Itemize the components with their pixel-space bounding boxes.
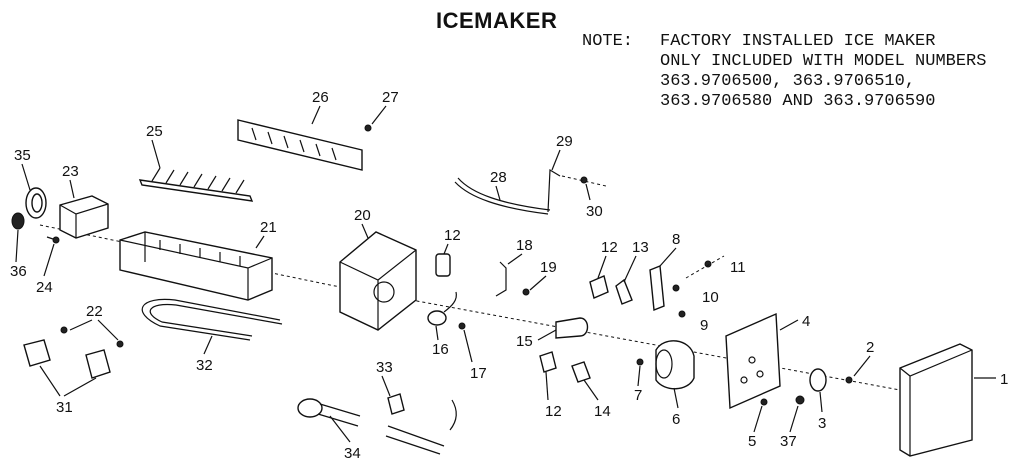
- callout-1: 1: [1000, 371, 1008, 388]
- part-12-switch-lower: [539, 351, 557, 373]
- part-11-screw: [685, 255, 725, 279]
- note-label: NOTE:: [582, 32, 634, 51]
- callout-21: 21: [260, 219, 277, 236]
- callout-20: 20: [354, 207, 371, 224]
- part-12-switch-upper: [435, 253, 451, 277]
- diagram-title: ICEMAKER: [436, 8, 558, 33]
- part-26-stripper: [237, 119, 363, 171]
- part-28-arm: [454, 177, 551, 215]
- part-25-ejector: [138, 167, 254, 202]
- part-4-mounting-plate: [725, 312, 781, 410]
- callout-27: 27: [382, 89, 399, 106]
- part-2-screw: [845, 376, 853, 384]
- callout-11: 11: [730, 259, 746, 276]
- callout-33: 33: [376, 359, 393, 376]
- part-13-spring: [615, 278, 633, 305]
- part-31-brackets: [23, 339, 111, 379]
- callout-36: 36: [10, 263, 27, 280]
- callout-9: 9: [700, 317, 708, 334]
- part-21-ice-mold: [119, 231, 273, 301]
- callout-23: 23: [62, 163, 79, 180]
- callout-2: 2: [866, 339, 874, 356]
- callout-14: 14: [594, 403, 611, 420]
- callout-4: 4: [802, 313, 810, 330]
- part-14-clip: [571, 361, 591, 383]
- part-12-switch-mid: [589, 275, 609, 299]
- callout-25: 25: [146, 123, 163, 140]
- callout-16: 16: [432, 341, 449, 358]
- callout-31: 31: [56, 399, 73, 416]
- part-20-housing: [339, 231, 417, 331]
- callout-18: 18: [516, 237, 533, 254]
- callout-34: 34: [344, 445, 361, 462]
- callout-17: 17: [470, 365, 487, 382]
- part-3-knob: [809, 368, 827, 392]
- part-22-screws: [60, 326, 124, 348]
- part-19-screw: [522, 288, 530, 296]
- callout-37: 37: [780, 433, 797, 450]
- part-7-screw: [636, 358, 644, 366]
- note-line-3: 363.9706500, 363.9706510,: [660, 72, 916, 91]
- callout-32: 32: [196, 357, 213, 374]
- callout-12c: 12: [545, 403, 562, 420]
- part-18-lever: [495, 261, 507, 297]
- note-line-1: FACTORY INSTALLED ICE MAKER: [660, 32, 936, 51]
- callout-6: 6: [672, 411, 680, 428]
- callout-28: 28: [490, 169, 507, 186]
- part-34-harness: [297, 398, 445, 455]
- part-29-lever: [547, 168, 561, 213]
- callout-19: 19: [540, 259, 557, 276]
- part-33-clip: [387, 393, 457, 431]
- callout-12a: 12: [444, 227, 461, 244]
- callout-22: 22: [86, 303, 103, 320]
- callout-30: 30: [586, 203, 603, 220]
- part-6-motor: [655, 340, 695, 390]
- part-27-screw: [364, 124, 372, 132]
- callout-5: 5: [748, 433, 756, 450]
- callout-8: 8: [672, 231, 680, 248]
- note-line-2: ONLY INCLUDED WITH MODEL NUMBERS: [660, 52, 987, 71]
- part-30-screw: [561, 175, 607, 187]
- part-9-screw: [678, 310, 686, 318]
- callout-24: 24: [36, 279, 53, 296]
- part-35-seal: [25, 187, 47, 219]
- leader-lines: [15, 105, 871, 443]
- callout-13: 13: [632, 239, 649, 256]
- part-24-screw: [46, 236, 60, 244]
- callout-labels: 1 2 3 4 5 6 7 8 9 10 11 12 12 12 13 14 1…: [10, 89, 1008, 462]
- part-32-heater: [141, 298, 283, 341]
- note-line-4: 363.9706580 AND 363.9706590: [660, 92, 936, 111]
- part-15-thermostat: [555, 317, 589, 339]
- part-37-part: [795, 395, 805, 405]
- callout-12b: 12: [601, 239, 618, 256]
- callout-3: 3: [818, 415, 826, 432]
- callout-10: 10: [702, 289, 719, 306]
- part-8-plate: [649, 265, 665, 311]
- note-text: FACTORY INSTALLED ICE MAKER ONLY INCLUDE…: [660, 32, 986, 112]
- part-17-screw: [458, 322, 466, 330]
- part-16-part: [427, 291, 457, 326]
- callout-29: 29: [556, 133, 573, 150]
- part-36-washer: [11, 212, 25, 230]
- callout-35: 35: [14, 147, 31, 164]
- callout-26: 26: [312, 89, 329, 106]
- part-5-screw: [760, 398, 768, 406]
- part-1-front-cover: [899, 343, 973, 457]
- callout-7: 7: [634, 387, 642, 404]
- callout-15: 15: [516, 333, 533, 350]
- part-23-cover: [59, 195, 109, 239]
- part-10-screw: [672, 284, 680, 292]
